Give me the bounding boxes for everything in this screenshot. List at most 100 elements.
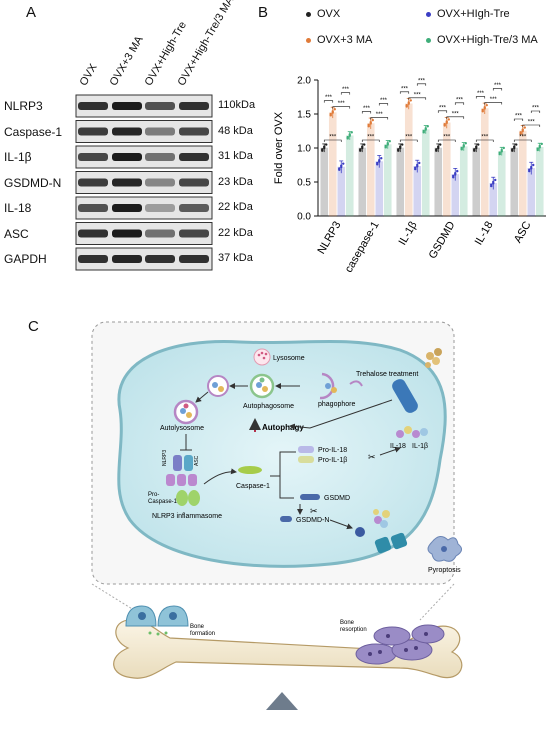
interleukin-cluster-icon xyxy=(396,426,428,438)
vesicle-icon xyxy=(207,375,229,397)
bar xyxy=(527,168,536,217)
blot-band xyxy=(179,255,209,263)
data-point xyxy=(500,150,503,153)
y-axis-label: Fold over OVX xyxy=(273,111,285,184)
bar xyxy=(421,129,430,217)
data-point xyxy=(405,103,408,107)
bar xyxy=(497,151,506,217)
data-point xyxy=(473,148,476,151)
blot-band xyxy=(112,229,142,238)
data-point xyxy=(416,165,419,168)
cleavage-arrow xyxy=(379,446,401,456)
pyroptotic-cell-icon xyxy=(427,536,462,562)
data-point xyxy=(536,147,539,150)
significance-bracket xyxy=(323,139,342,142)
data-point xyxy=(333,108,336,111)
pro-il18-label: Pro-IL-18 xyxy=(318,447,347,454)
bracket-line xyxy=(270,451,296,499)
trehalose-arrow xyxy=(289,399,393,430)
phagophore-label: phagophore xyxy=(318,401,355,408)
data-point xyxy=(454,173,457,176)
significance-label: *** xyxy=(376,112,384,118)
bar xyxy=(375,161,384,217)
gsdmd-label: GSDMD xyxy=(324,495,350,502)
data-point xyxy=(490,183,493,186)
blot-row-label: GSDMD-N xyxy=(4,175,62,190)
data-point xyxy=(348,134,351,137)
data-point xyxy=(502,146,505,150)
gsdmd-icon xyxy=(300,494,320,500)
data-point xyxy=(361,146,364,150)
significance-bracket xyxy=(530,110,541,113)
blot-kda-label: 48 kDa xyxy=(218,124,253,137)
blot-band xyxy=(78,102,108,110)
data-point xyxy=(481,108,484,112)
pro-il1b-label: Pro-IL-1β xyxy=(318,457,347,464)
trehalose-molecules-icon xyxy=(425,348,442,368)
significance-bracket xyxy=(323,100,334,103)
y-tick-label: 1.0 xyxy=(297,144,311,155)
data-point xyxy=(477,143,480,146)
bar xyxy=(451,174,460,217)
blot-band xyxy=(179,229,209,238)
blot-band xyxy=(78,153,108,161)
significance-label: *** xyxy=(380,98,388,104)
legend-item: OVX xyxy=(306,8,340,20)
x-tick-label: IL-1β xyxy=(397,220,420,248)
data-point xyxy=(407,102,410,106)
data-point xyxy=(437,146,440,150)
data-point xyxy=(409,99,412,102)
caspase-1-icon xyxy=(238,466,262,474)
significance-bracket xyxy=(361,111,372,114)
blot-band xyxy=(145,204,175,212)
data-point xyxy=(350,131,353,134)
data-point xyxy=(435,148,438,151)
significance-bracket xyxy=(340,92,351,95)
nlrp3-label: NLRP3 xyxy=(162,450,168,466)
data-point xyxy=(321,148,324,151)
data-point xyxy=(462,145,465,148)
x-tick-label: NLRP3 xyxy=(315,220,343,257)
data-point xyxy=(464,142,467,145)
data-point xyxy=(325,143,328,146)
x-tick-label: ASC xyxy=(512,219,534,245)
caspase-1-label: Caspase-1 xyxy=(236,483,270,490)
gsdmd-n-icon xyxy=(280,516,292,522)
panel-c-letter: C xyxy=(28,318,39,335)
data-point xyxy=(443,123,446,126)
blot-row-label: Caspase-1 xyxy=(4,124,63,139)
il18-label: IL-18 xyxy=(390,443,406,450)
data-point xyxy=(424,128,427,131)
data-point xyxy=(426,125,429,128)
panel-a-letter: A xyxy=(26,4,37,21)
data-point xyxy=(513,146,516,150)
blot-row-label: NLRP3 xyxy=(4,99,43,113)
blot-band xyxy=(112,127,142,136)
data-point xyxy=(485,103,488,107)
legend-swatch xyxy=(306,37,311,43)
cycle-arrow xyxy=(195,391,209,403)
inhibition-line xyxy=(180,434,192,451)
data-point xyxy=(369,122,372,125)
legend-label: OVX+3 MA xyxy=(317,34,373,46)
panel-b-letter: B xyxy=(258,4,269,21)
significance-label: *** xyxy=(405,135,413,141)
data-point xyxy=(445,121,448,125)
activation-arrow xyxy=(203,468,237,485)
blot-band xyxy=(179,102,209,110)
data-point xyxy=(359,148,362,151)
significance-bracket xyxy=(475,139,494,142)
blot-band xyxy=(78,204,108,212)
scissors-icon: ✂ xyxy=(310,506,318,516)
data-point xyxy=(376,161,379,165)
significance-label: *** xyxy=(494,83,502,89)
pro-il18-icon xyxy=(298,446,314,453)
y-tick-label: 2.0 xyxy=(297,76,311,87)
blot-kda-label: 31 kDa xyxy=(218,150,253,162)
data-point xyxy=(523,126,526,129)
significance-label: *** xyxy=(418,78,426,84)
y-tick-label: 1.5 xyxy=(297,110,311,121)
data-point xyxy=(397,148,400,151)
